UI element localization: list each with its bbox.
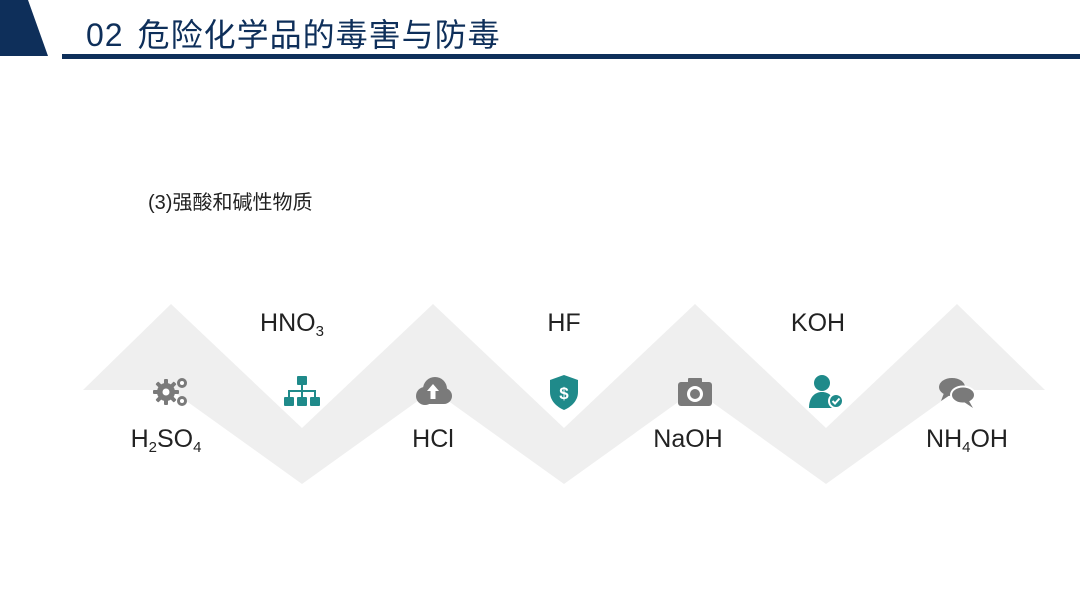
user-check-icon	[809, 375, 844, 409]
section-subtitle: (3)强酸和碱性物质	[148, 192, 313, 214]
section-number: 02	[86, 17, 124, 53]
zigzag-band	[83, 304, 1045, 484]
formula-nh4oh: NH4OH	[926, 425, 1008, 456]
sitemap-icon	[284, 376, 320, 406]
camera-icon	[678, 378, 712, 406]
section-title: 危险化学品的毒害与防毒	[137, 17, 501, 53]
page-title: 02 危险化学品的毒害与防毒	[86, 10, 501, 56]
formula-hf: HF	[547, 309, 581, 337]
formula-h2so4: H2SO4	[130, 425, 202, 456]
formula-hcl: HCl	[412, 425, 454, 453]
formula-koh: KOH	[790, 309, 846, 337]
comments-icon	[939, 378, 976, 408]
shield-dollar-icon: $	[550, 375, 578, 410]
header-decoration	[0, 0, 1080, 59]
header-corner-shape	[0, 0, 48, 56]
header-underline	[62, 54, 1080, 59]
formula-naoh: NaOH	[653, 425, 723, 453]
formula-hno3: HNO3	[260, 309, 324, 340]
zigzag-background	[83, 304, 1045, 484]
svg-text:$: $	[559, 384, 569, 403]
cloud-upload-icon	[416, 377, 452, 405]
gears-icon	[153, 378, 187, 406]
